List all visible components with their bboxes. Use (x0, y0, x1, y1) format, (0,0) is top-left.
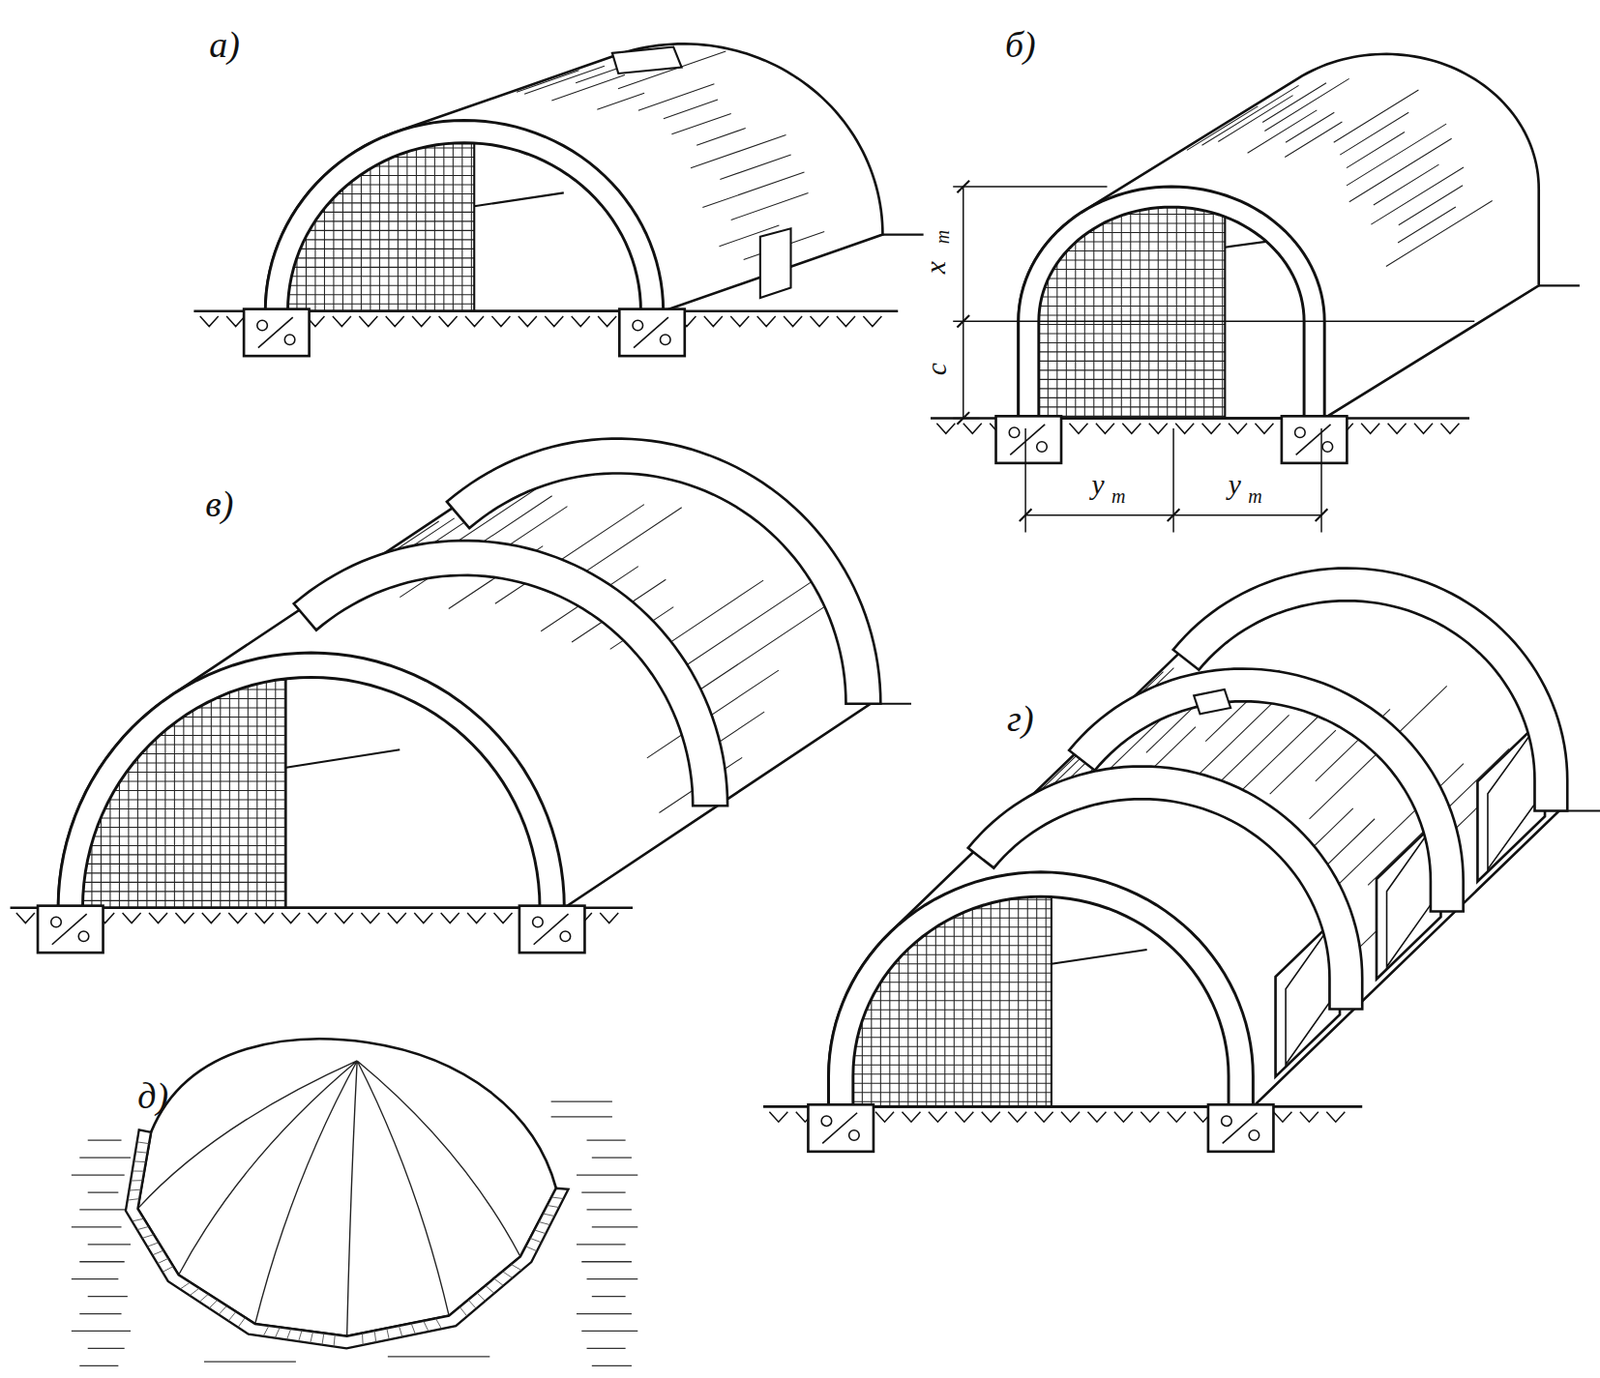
figure-letter: г) (1007, 701, 1034, 739)
ground-line (882, 234, 923, 237)
foundation-mark (533, 917, 544, 928)
front-arch (58, 652, 564, 909)
foundation-mark (849, 1130, 860, 1142)
foundation-block (37, 906, 104, 954)
frame-opening (1387, 829, 1431, 968)
interior-edge (286, 749, 401, 768)
foundation-mark (284, 334, 296, 346)
foundation-block (1281, 415, 1348, 464)
foundation-mark (52, 914, 88, 946)
foundation-mark (1222, 1113, 1258, 1145)
foundation-mark (257, 320, 268, 331)
foundation-mark (821, 1116, 832, 1127)
figure-letter: в) (205, 486, 234, 524)
foundation-block (1208, 1104, 1275, 1153)
ring-beam-hatch (127, 1142, 564, 1348)
foundation-mark (1295, 427, 1306, 439)
foundation-mark (1009, 424, 1045, 456)
front-arch (829, 872, 1254, 1108)
roof-hatch (612, 47, 682, 74)
dimension-subscript: m (933, 229, 953, 243)
foundation-block (619, 309, 685, 357)
roof-hatch (1193, 689, 1231, 714)
dimension-label: y (1091, 471, 1104, 501)
figure-letter: а) (208, 27, 240, 64)
foundation-mark (78, 931, 89, 943)
foundation-mark (822, 1113, 858, 1145)
foundation-mark (632, 320, 644, 331)
vault-shell (1018, 54, 1540, 419)
vault-figure (930, 54, 1580, 464)
front-arch (1018, 186, 1325, 418)
end-wall-edge (1050, 872, 1053, 1108)
dimension-subscript: m (1111, 486, 1126, 506)
foundation-mark (1248, 1130, 1260, 1142)
foundation-mark (1221, 1116, 1233, 1127)
interior-edge (474, 192, 564, 207)
frame-opening (1285, 926, 1330, 1065)
dimension-label: c (922, 362, 952, 376)
vault-figure (10, 439, 912, 954)
figure-letter: б) (1005, 27, 1037, 64)
dome-ring-beam (125, 1129, 569, 1349)
end-wall-edge (1223, 186, 1226, 418)
foundation-mark (51, 917, 62, 928)
foundation-block (519, 906, 586, 954)
vault-shell (265, 43, 883, 311)
dimension-label: y (1228, 471, 1242, 501)
foundation-block (807, 1104, 874, 1153)
foundation-block (243, 309, 310, 357)
figure-letter: д) (137, 1078, 169, 1116)
foundation-mark (560, 931, 571, 943)
foundation-mark (659, 334, 671, 346)
interior-edge (1051, 949, 1148, 965)
end-wall-edge (285, 652, 288, 909)
vault-figure (763, 568, 1600, 1153)
frame-opening (1487, 729, 1536, 870)
vault-figure (193, 43, 923, 356)
dimension-lines (952, 180, 1475, 534)
foundation-mark (258, 317, 294, 349)
foundation-mark (1008, 427, 1020, 439)
dimension-label: x (921, 261, 951, 274)
shell-shading (1186, 78, 1493, 267)
foundation-mark (1037, 442, 1048, 453)
shell-shading (320, 485, 831, 814)
end-wall-edge (473, 119, 475, 311)
ground-line (1539, 284, 1580, 287)
dome-figure (71, 1038, 638, 1366)
dimension-subscript: m (1247, 486, 1262, 506)
foundation-mark (633, 317, 669, 349)
foundation-mark (533, 914, 569, 946)
foundation-mark (1296, 424, 1332, 456)
foundation-block (996, 415, 1063, 464)
foundation-mark (1322, 442, 1334, 453)
front-arch (265, 119, 663, 311)
side-door (760, 228, 792, 298)
